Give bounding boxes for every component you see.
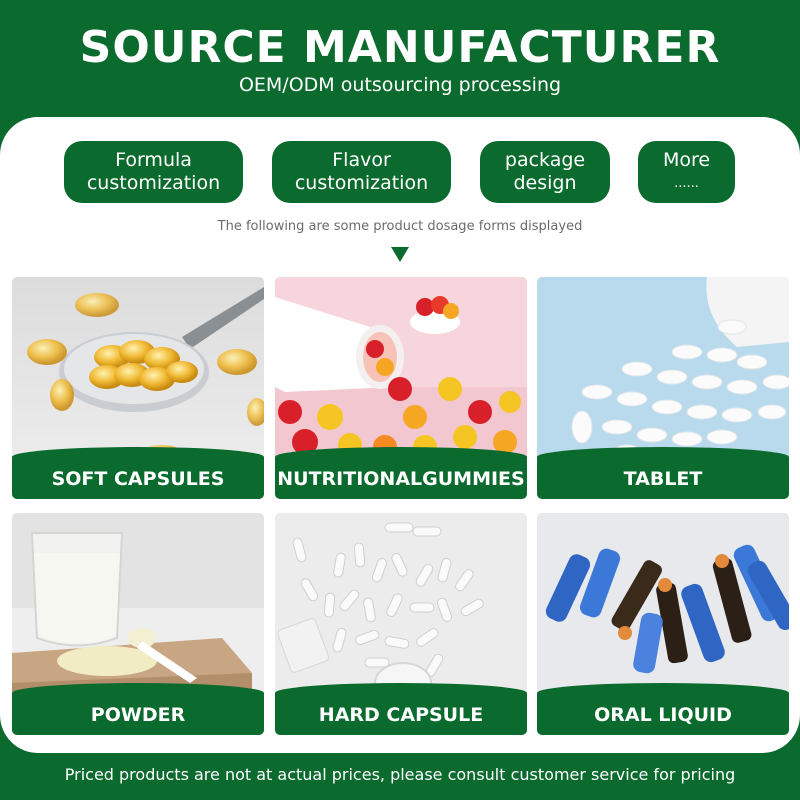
down-arrow-icon [391,247,409,262]
white-tablets-image [537,277,789,467]
card-label-bar [275,447,527,499]
header-subtitle: OEM/ODM outsourcing processing [238,74,562,96]
dosage-caption: The following are some product dosage fo… [217,219,583,234]
service-pill-line1: Flavor [332,149,391,171]
service-pills: Formula customization Flavor customizati… [0,141,800,203]
card-label-bar [12,447,264,499]
card-label-bar [537,447,789,499]
hard-capsules-image [275,513,527,703]
product-card-tablet[interactable]: TABLET [537,277,789,499]
service-pill-line2: customization [86,172,221,194]
card-label: POWDER [90,704,186,726]
pricing-disclaimer: Priced products are not at actual prices… [64,765,736,784]
card-label-bar [275,683,527,735]
card-label: TABLET [623,468,703,490]
card-label: HARD CAPSULE [318,704,484,726]
softgel-capsules-image [12,277,264,467]
card-label: NUTRITIONALGUMMIES [277,468,525,490]
service-pill-line1: Formula [115,149,192,171]
service-pill-line1: More [662,149,711,171]
service-pill-flavor[interactable]: Flavor customization [272,141,451,203]
service-pill-line2: customization [294,172,429,194]
service-pill-line1: package [504,149,586,171]
gummy-bears-image [275,277,527,467]
product-card-oral-liquid[interactable]: ORAL LIQUID [537,513,789,735]
product-card-soft-capsules[interactable]: SOFT CAPSULES [12,277,264,499]
header-title: SOURCE MANUFACTURER [79,22,721,73]
service-pill-package[interactable]: package design [480,141,610,203]
card-label: SOFT CAPSULES [51,468,225,490]
card-label-bar [537,683,789,735]
service-pill-formula[interactable]: Formula customization [64,141,243,203]
oral-liquid-vials-image [537,513,789,703]
service-pill-line2: design [513,172,577,194]
product-card-nutritional-gummies[interactable]: NUTRITIONALGUMMIES [275,277,527,499]
product-card-hard-capsule[interactable]: HARD CAPSULE [275,513,527,735]
card-label: ORAL LIQUID [594,704,732,726]
milk-powder-image [12,513,264,703]
card-label-bar [12,683,264,735]
service-pill-line2: ...... [674,176,699,191]
service-pill-more[interactable]: More ...... [638,141,735,203]
product-card-powder[interactable]: POWDER [12,513,264,735]
